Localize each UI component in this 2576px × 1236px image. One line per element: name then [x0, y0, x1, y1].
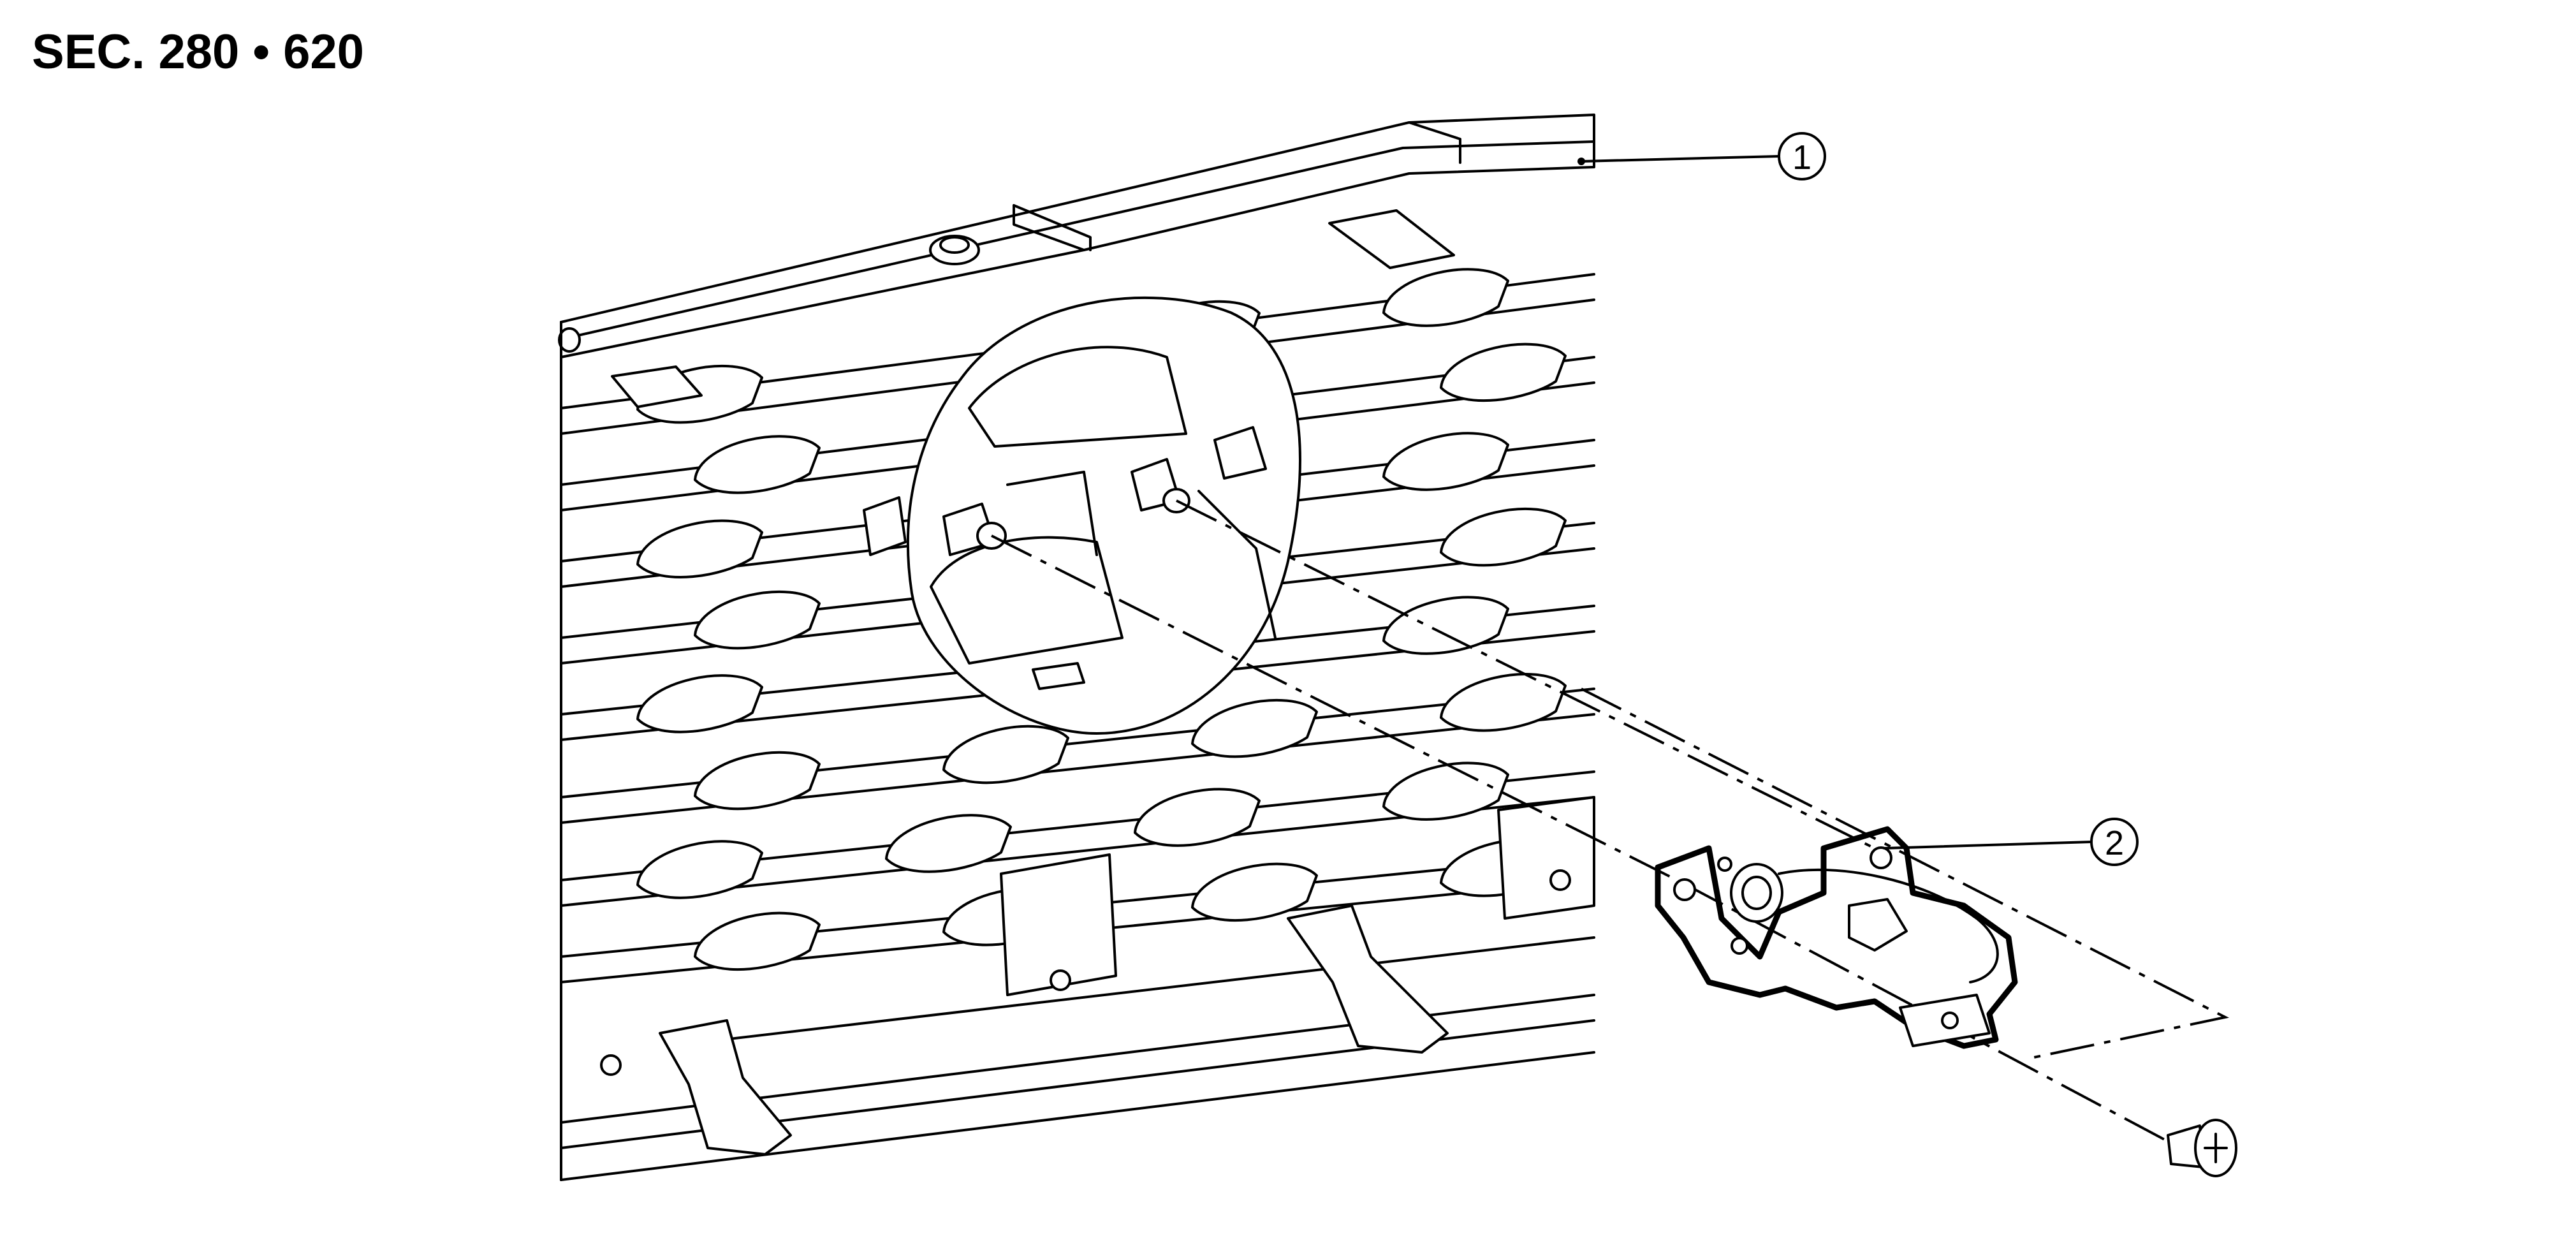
callout-1: 1: [1577, 132, 1826, 180]
sensor-bracket-assembly: [1655, 826, 2018, 1049]
grille-louver-opening: [694, 751, 821, 811]
grille-louver-opening: [694, 590, 821, 650]
grille-louver-opening: [1134, 788, 1261, 847]
grille-louver-opening: [1191, 698, 1318, 758]
callout-1-label: 1: [1792, 138, 1811, 177]
grille-louver-opening: [1382, 268, 1509, 327]
front-grille: [558, 114, 1595, 1181]
grille-louver-opening: [942, 725, 1069, 784]
grille-louver-opening: [885, 814, 1012, 873]
grille-louver-opening: [636, 674, 763, 733]
screw-icon: [2167, 1119, 2237, 1177]
grille-louver-opening: [1440, 342, 1567, 402]
assembly-guide-lines: [991, 499, 2229, 1146]
grille-louver-opening: [694, 435, 821, 494]
grille-louver-opening: [1382, 432, 1509, 491]
section-code: SEC. 280 • 620: [32, 25, 364, 79]
grille-louver-opening: [1440, 673, 1567, 732]
callout-2-label: 2: [2105, 824, 2124, 862]
grille-louver-opening: [636, 519, 763, 579]
callout-2: 2: [1883, 818, 2139, 866]
grille-louver-opening: [636, 840, 763, 899]
grille-louver-opening: [694, 911, 821, 971]
grille-louver-opening: [1382, 761, 1509, 821]
grille-louver-opening: [1382, 596, 1509, 655]
grille-louver-opening: [1191, 862, 1318, 922]
grille-connector-1: [863, 496, 1007, 556]
grille-louver-opening: [1440, 507, 1567, 567]
grille-connector-2: [1131, 426, 1267, 513]
